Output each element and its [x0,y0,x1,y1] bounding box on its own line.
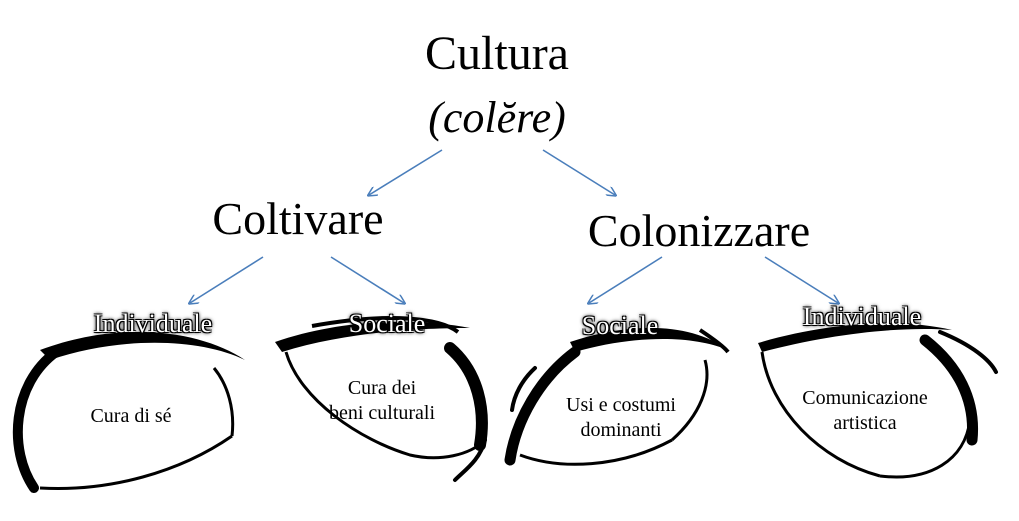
eye-text: Comunicazione artistica [802,386,928,436]
eye-icon [758,323,998,479]
eye-text-line: Usi e costumi [566,394,676,416]
branch-colonizzare: Colonizzare [587,205,811,256]
arrow-colonizzare-individuale [764,256,838,303]
category-label: Sociale [581,311,659,340]
eye-text-line: Comunicazione [802,387,928,409]
eye-text-line: artistica [833,412,897,434]
eye-text: Cura dei beni culturali [329,376,435,426]
arrow-colonizzare-sociale [589,256,663,303]
eye-icon [504,327,730,466]
category-label: Individuale [93,309,213,338]
eye-icon [275,316,488,482]
eye-text-line: Cura di sé [90,405,172,427]
arrow-coltivare-sociale [330,256,404,303]
category-label: Sociale [348,309,426,338]
eye-text: Usi e costumi dominanti [566,393,676,443]
arrow-coltivare-individuale [190,256,264,303]
arrow-cultura-colonizzare [542,149,615,195]
eye-text-line: Cura dei [347,377,417,399]
eye-text: Cura di sé [90,404,171,429]
branch-coltivare: Coltivare [212,193,384,244]
eye-icon [12,331,245,493]
eye-text-line: dominanti [580,419,662,441]
diagram-subtitle: (colĕre) [428,93,566,142]
category-label: Individuale [802,302,922,331]
eye-text-line: beni culturali [328,402,436,424]
arrow-cultura-coltivare [369,149,443,195]
diagram-title: Cultura [425,27,569,80]
